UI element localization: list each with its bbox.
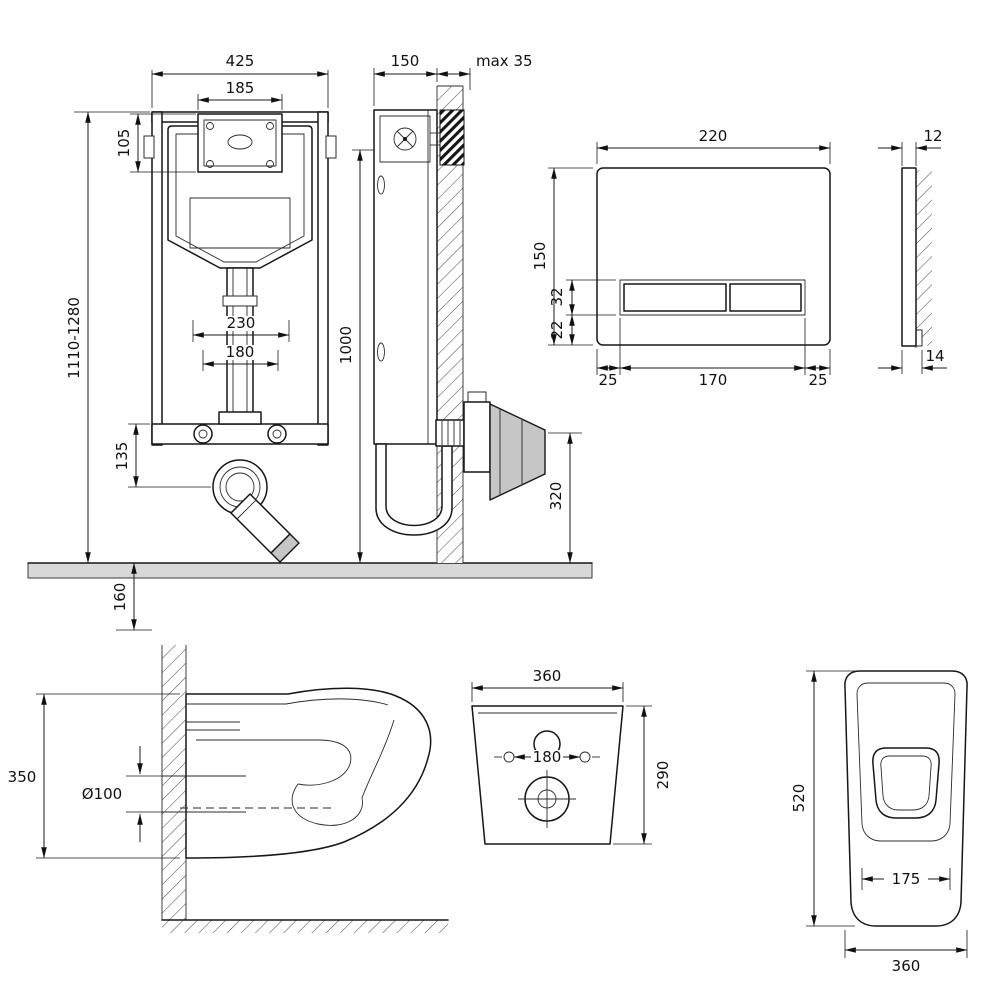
- dim-bottom-offset: 22: [548, 320, 566, 339]
- access-oval: [227, 134, 253, 150]
- wall-outlet-cone: [489, 403, 546, 501]
- fixing-washer-right: [267, 424, 287, 444]
- frame-side-view: 150 max 35 1000 320: [337, 52, 582, 564]
- floor-hatch: [162, 920, 448, 933]
- floor-line: [27, 562, 593, 579]
- dim-access-height: 105: [115, 129, 133, 158]
- dim-outlet-offset: 135: [113, 442, 131, 471]
- dim-span-inner: 180: [226, 343, 255, 361]
- seat-outline: [856, 682, 956, 842]
- flush-plate-front-view: 220 150 32 22 25 170 25: [531, 127, 831, 389]
- dim-plate-height: 150: [531, 242, 549, 271]
- dim-outlet-height: 320: [547, 482, 565, 511]
- access-bolt: [266, 122, 274, 130]
- pipe-flange: [218, 411, 262, 425]
- bowl-rear-outline: [471, 705, 624, 845]
- dim-access-width: 185: [226, 79, 255, 97]
- flush-button-large: [623, 283, 727, 312]
- button-frame: [619, 279, 806, 316]
- outlet-connector: [463, 401, 491, 473]
- dim-plate-thickness-bottom: 14: [925, 347, 944, 365]
- bowl-opening-inner: [880, 755, 932, 811]
- dim-frame-width: 425: [226, 52, 255, 70]
- dim-margin-right: 25: [808, 371, 827, 389]
- dim-plate-thickness-top: 12: [923, 127, 942, 145]
- dim-seat-width: 175: [892, 870, 921, 888]
- flush-plate-side-view: 12 14: [878, 127, 947, 374]
- wall-hatch: [916, 170, 932, 346]
- frame-front-view: 425 185 105 1110-1280 230 180 135: [65, 52, 337, 631]
- dim-bowl-width-rear: 360: [533, 667, 562, 685]
- access-box-inner: [203, 119, 277, 167]
- cistern-panel: [189, 197, 291, 249]
- floor-slab: [27, 562, 593, 579]
- dim-span-outer: 230: [227, 314, 256, 332]
- pipe-collar: [222, 295, 258, 307]
- access-bolt: [206, 160, 214, 168]
- dim-plate-width: 220: [699, 127, 728, 145]
- frame-side-body: [373, 109, 438, 445]
- dim-bowl-width-top: 360: [892, 957, 921, 975]
- mounting-plate: [379, 115, 431, 163]
- flush-plate-profile: [901, 167, 917, 347]
- dim-floor-depth: 160: [111, 583, 129, 612]
- wall-hatch: [162, 645, 186, 920]
- dim-frame-depth: 150: [391, 52, 420, 70]
- outlet-pipe-cap: [270, 533, 300, 563]
- right-wall-bracket: [325, 135, 337, 159]
- frame-right-rail: [317, 111, 329, 446]
- dim-wall-max: max 35: [476, 52, 533, 70]
- left-wall-bracket: [143, 135, 155, 159]
- flush-button-small: [729, 283, 802, 312]
- rail-slot-upper: [377, 175, 385, 195]
- dim-button-height: 32: [548, 287, 566, 306]
- fixing-washer-left: [193, 424, 213, 444]
- cistern-inner-contour: [175, 133, 305, 263]
- access-bolt: [266, 160, 274, 168]
- bowl-top-view: 520 175 360: [790, 670, 968, 975]
- dim-margin-left: 25: [598, 371, 617, 389]
- dim-bolt-span: 180: [533, 748, 562, 766]
- dim-drain-diameter: Ø100: [82, 785, 122, 803]
- plate-foot: [915, 329, 923, 347]
- frame-left-rail: [151, 111, 163, 446]
- rail-slot-lower: [377, 342, 385, 362]
- mounting-bolt-icon: [393, 127, 417, 151]
- bowl-top-outline: [844, 670, 968, 927]
- access-bolt: [206, 122, 214, 130]
- wall-anchor-block: [439, 109, 465, 166]
- dim-bowl-depth: 520: [790, 784, 808, 813]
- frame-bottom-bar: [151, 423, 329, 445]
- connector-cap: [467, 391, 487, 403]
- access-box: [197, 113, 283, 173]
- bowl-profile: [185, 687, 432, 859]
- flush-plate: [596, 167, 831, 346]
- bowl-opening-outer: [872, 747, 940, 819]
- dim-frame-height: 1000: [337, 326, 355, 364]
- dim-install-height: 1110-1280: [65, 297, 83, 379]
- dim-bowl-height: 350: [8, 768, 37, 786]
- bowl-side-view: 350 Ø100: [8, 645, 449, 933]
- bowl-rear-view: 180 360 290: [471, 667, 672, 845]
- dim-button-span: 170: [699, 371, 728, 389]
- dim-bowl-rear-height: 290: [654, 761, 672, 790]
